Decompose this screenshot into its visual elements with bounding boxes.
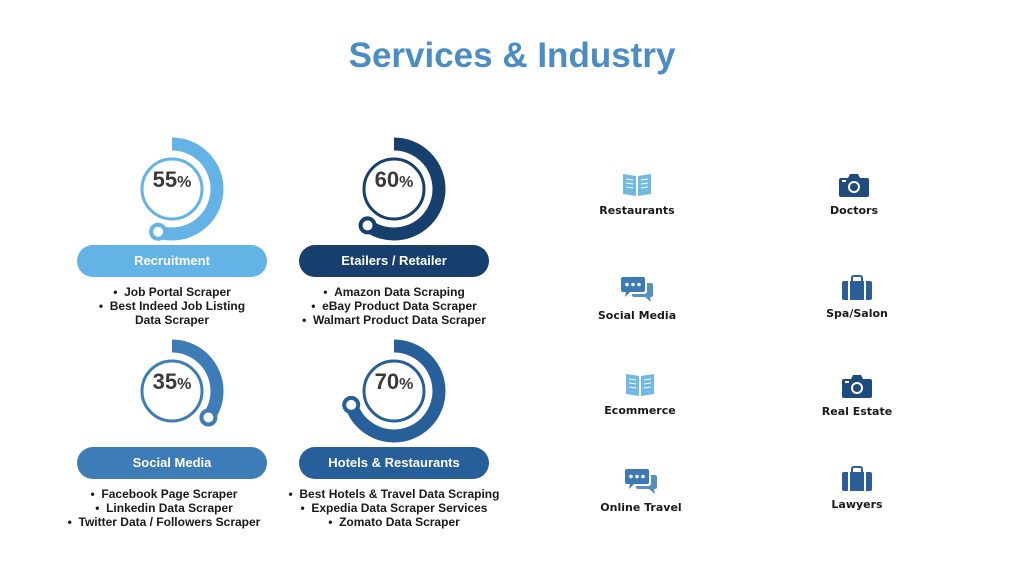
progress-ring: 35% xyxy=(112,331,232,451)
progress-ring: 60% xyxy=(334,129,454,249)
list-item: Job Portal Scraper xyxy=(52,285,292,299)
service-label: Social Media xyxy=(77,447,267,479)
book-icon xyxy=(626,374,654,396)
percent-value: 60% xyxy=(374,167,414,192)
service-label: Hotels & Restaurants xyxy=(299,447,489,479)
industry-label: Lawyers xyxy=(831,498,883,511)
list-item: Data Scraper xyxy=(134,313,210,327)
list-item: Amazon Data Scraping xyxy=(274,285,514,299)
percent-value: 35% xyxy=(152,369,192,394)
list-item: Twitter Data / Followers Scraper xyxy=(44,515,284,529)
service-list: Job Portal Scraper Best Indeed Job Listi… xyxy=(52,285,292,327)
industry-label: Spa/Salon xyxy=(826,307,888,320)
progress-ring: 55% xyxy=(112,129,232,249)
chat-icon xyxy=(625,469,657,494)
percent-value: 55% xyxy=(152,167,192,192)
progress-ring: 70% xyxy=(334,331,454,451)
service-label: Etailers / Retailer xyxy=(299,245,489,277)
list-item: Expedia Data Scraper Services xyxy=(274,501,514,515)
industry-ecommerce: Ecommerce xyxy=(560,370,720,417)
industry-label: Doctors xyxy=(830,204,878,217)
chat-icon xyxy=(621,277,653,302)
industry-restaurants: Restaurants xyxy=(557,170,717,217)
industry-spa-salon: Spa/Salon xyxy=(777,275,937,320)
page-title: Services & Industry xyxy=(348,36,676,75)
list-item: Walmart Product Data Scraper xyxy=(274,313,514,327)
briefcase-icon xyxy=(842,466,872,491)
service-list: Facebook Page Scraper Linkedin Data Scra… xyxy=(44,487,284,529)
industry-online-travel: Online Travel xyxy=(561,467,721,514)
service-label: Recruitment xyxy=(77,245,267,277)
industry-real-estate: Real Estate xyxy=(777,373,937,418)
list-item: Best Hotels & Travel Data Scraping xyxy=(274,487,514,501)
briefcase-icon xyxy=(842,275,872,300)
industry-label: Restaurants xyxy=(599,204,675,217)
camera-icon xyxy=(842,375,872,398)
list-item: Zomato Data Scraper xyxy=(274,515,514,529)
list-item: Facebook Page Scraper xyxy=(44,487,284,501)
industry-doctors: Doctors xyxy=(774,172,934,217)
service-list: Best Hotels & Travel Data Scraping Exped… xyxy=(274,487,514,529)
industry-label: Online Travel xyxy=(600,501,682,514)
service-list: Amazon Data Scraping eBay Product Data S… xyxy=(274,285,514,327)
camera-icon xyxy=(839,174,869,197)
book-icon xyxy=(623,174,651,196)
percent-value: 70% xyxy=(374,369,414,394)
industry-label: Social Media xyxy=(597,309,677,322)
industry-lawyers: Lawyers xyxy=(777,466,937,511)
industry-label: Ecommerce xyxy=(604,404,676,417)
list-item: Linkedin Data Scraper xyxy=(44,501,284,515)
list-item: eBay Product Data Scraper xyxy=(274,299,514,313)
list-item: Best Indeed Job Listing xyxy=(52,299,292,313)
industry-social-media: Social Media xyxy=(557,275,717,322)
industry-label: Real Estate xyxy=(821,405,893,418)
